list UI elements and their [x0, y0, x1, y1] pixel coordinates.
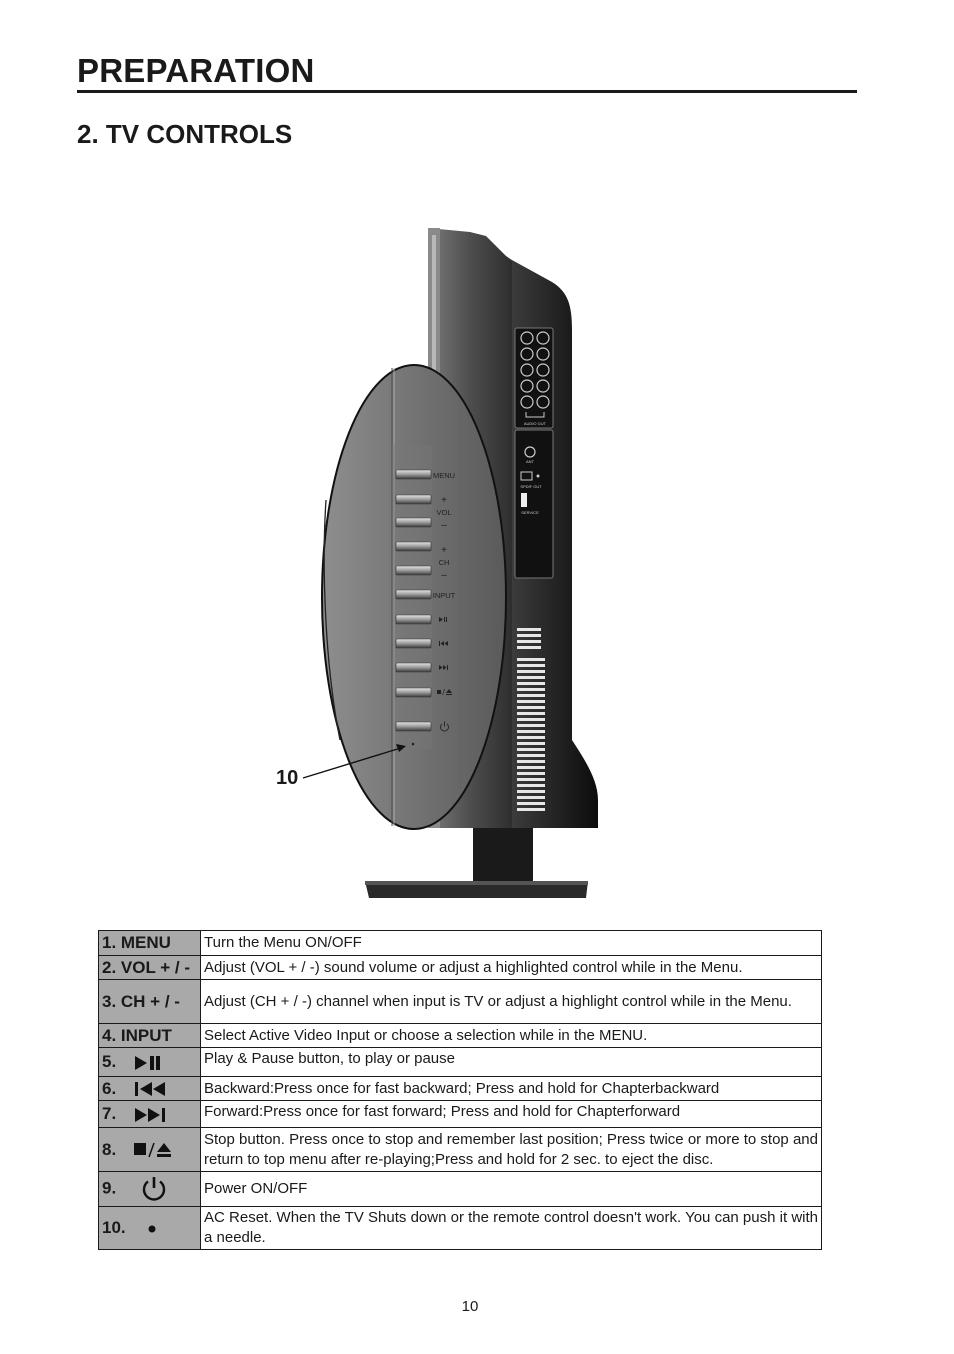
table-row: 2. VOL + / - Adjust (VOL + / -) sound vo… — [98, 955, 822, 980]
table-row: 1. MENU Turn the Menu ON/OFF — [98, 930, 822, 956]
table-row: 9. Power ON/OFF — [98, 1171, 822, 1207]
table-row: 8. Stop button. Press once to stop and r… — [98, 1127, 822, 1172]
callout-number: 10 — [276, 767, 299, 789]
control-key: 1. MENU — [98, 930, 201, 956]
control-description: Select Active Video Input or choose a se… — [200, 1023, 822, 1048]
control-key: 2. VOL + / - — [98, 955, 201, 980]
control-description: Stop button. Press once to stop and reme… — [200, 1127, 822, 1172]
ant-label: ANT — [526, 459, 535, 464]
control-description: Adjust (VOL + / -) sound volume or adjus… — [200, 955, 822, 980]
side-buttons — [395, 469, 432, 746]
stop-eject-icon — [133, 1142, 171, 1158]
control-description: Backward:Press once for fast backward; P… — [200, 1076, 822, 1101]
table-row: 3. CH + / - Adjust (CH + / -) channel wh… — [98, 979, 822, 1024]
tv-side-view-figure: AUDIO OUT ANT SPDIF OUT SERVICE — [302, 228, 598, 898]
vol-plus-label: + — [441, 495, 447, 506]
control-key: 5. — [98, 1047, 201, 1077]
control-key: 9. — [98, 1171, 201, 1207]
side-button-icons — [437, 617, 452, 732]
control-key: 4. INPUT — [98, 1023, 201, 1048]
control-description: Forward:Press once for fast forward; Pre… — [200, 1100, 822, 1128]
play-pause-small-icon — [439, 617, 447, 622]
title-rule — [77, 90, 857, 93]
input-label: INPUT — [433, 591, 456, 600]
play-pause-icon — [134, 1055, 160, 1070]
control-key: 10. — [98, 1206, 201, 1250]
control-key: 6. — [98, 1076, 201, 1101]
service-label: SERVICE — [521, 510, 539, 515]
spdif-out-label: SPDIF OUT — [520, 484, 542, 489]
stand — [365, 828, 588, 898]
ch-label: CH — [439, 558, 450, 567]
control-description: AC Reset. When the TV Shuts down or the … — [200, 1206, 822, 1250]
ch-plus-label: + — [441, 545, 447, 556]
control-key: 7. — [98, 1100, 201, 1128]
side-button-labels: MENU + VOL – + CH – INPUT — [433, 471, 456, 600]
section-title: PREPARATION — [77, 52, 315, 89]
backward-icon — [134, 1082, 165, 1097]
audio-out-label: AUDIO OUT — [524, 421, 547, 426]
table-row: 7. Forward:Press once for fast forward; … — [98, 1100, 822, 1128]
page-number: 10 — [461, 1298, 479, 1315]
table-row: 6. Backward:Press once for fast backward… — [98, 1076, 822, 1101]
control-description: Play & Pause button, to play or pause — [200, 1047, 822, 1077]
dot-icon — [148, 1225, 156, 1233]
control-description: Power ON/OFF — [200, 1171, 822, 1207]
control-key: 3. CH + / - — [98, 979, 201, 1024]
table-row: 5. Play & Pause button, to play or pause — [98, 1047, 822, 1077]
port-panel: AUDIO OUT ANT SPDIF OUT SERVICE — [514, 327, 554, 579]
power-icon — [142, 1177, 166, 1201]
vent-slots — [517, 628, 545, 811]
ch-minus-label: – — [441, 570, 447, 581]
backward-small-icon — [439, 641, 448, 646]
controls-table: 1. MENU Turn the Menu ON/OFF 2. VOL + / … — [98, 930, 822, 1250]
callout-leader — [302, 744, 406, 779]
control-description: Turn the Menu ON/OFF — [200, 930, 822, 956]
table-row: 10. AC Reset. When the TV Shuts down or … — [98, 1206, 822, 1250]
subsection-title: 2. TV CONTROLS — [77, 119, 293, 149]
forward-icon — [134, 1107, 165, 1122]
table-row: 4. INPUT Select Active Video Input or ch… — [98, 1023, 822, 1048]
stop-eject-small-icon — [437, 688, 452, 696]
control-key: 8. — [98, 1127, 201, 1172]
menu-label: MENU — [433, 471, 455, 480]
power-small-icon — [440, 721, 449, 732]
vol-label: VOL — [436, 508, 451, 517]
forward-small-icon — [439, 665, 448, 670]
control-description: Adjust (CH + / -) channel when input is … — [200, 979, 822, 1024]
vol-minus-label: – — [441, 520, 447, 531]
